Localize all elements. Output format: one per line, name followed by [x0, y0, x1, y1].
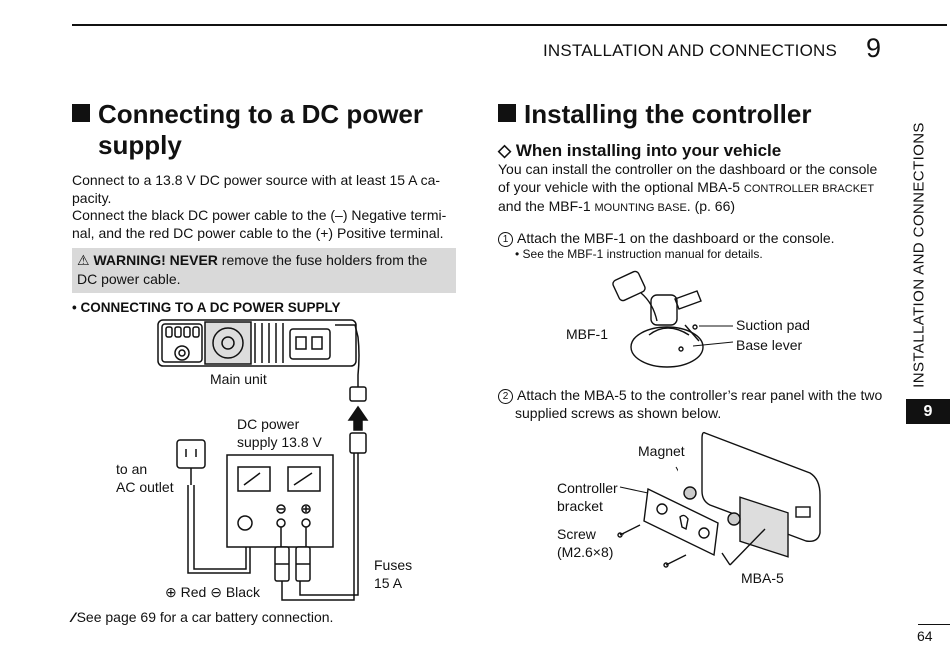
label-dc-power: DC power — [237, 416, 300, 432]
warning-box: ⚠ WARNING! NEVER remove the fuse holders… — [72, 248, 456, 293]
chapter-number: 9 — [866, 33, 882, 63]
mba5-bracket-illustration — [617, 431, 821, 568]
label-suction-pad: Suction pad — [736, 317, 810, 333]
subheading-vehicle: ◇ When installing into your vehicle — [498, 141, 782, 160]
callout-lines — [619, 466, 678, 535]
page-number-rule — [918, 624, 950, 625]
section-heading-controller: Installing the controller — [498, 99, 811, 130]
label-polarity: ⊕ Red ⊖ Black — [165, 584, 261, 600]
note-icon: ⁄⁄ — [72, 609, 74, 625]
label-mba5: MBA-5 — [741, 570, 784, 586]
dc-connection-diagram — [157, 319, 369, 601]
label-fuses: Fuses — [374, 557, 413, 573]
step-number-2: 2 — [498, 389, 513, 404]
label-fuses-rating: 15 A — [374, 575, 403, 591]
label-screw-size: (M2.6×8) — [557, 544, 614, 560]
main-unit-illustration — [157, 319, 357, 367]
section-heading-dc-power-cont: supply — [98, 130, 182, 160]
label-ac-outlet: AC outlet — [116, 479, 174, 495]
square-bullet-icon — [72, 104, 90, 122]
square-bullet-icon — [498, 104, 516, 122]
label-controller: Controller — [557, 480, 618, 496]
leader-lines — [693, 325, 734, 347]
label-main-unit: Main unit — [210, 371, 267, 387]
section-heading-dc-power: Connecting to a DC power — [72, 99, 423, 130]
label-bracket: bracket — [557, 498, 603, 514]
diagram-title: • CONNECTING TO A DC POWER SUPPLY — [72, 300, 341, 315]
note-battery: ⁄⁄ See page 69 for a car battery connect… — [72, 609, 334, 625]
diamond-icon: ◇ — [498, 141, 512, 160]
warning-icon: ⚠ — [77, 252, 90, 268]
step-number-1: 1 — [498, 232, 513, 247]
header-title: INSTALLATION AND CONNECTIONS — [543, 41, 838, 60]
dc-para-1: Connect to a 13.8 V DC power source with… — [72, 172, 447, 241]
mbf1-mount-illustration — [612, 270, 704, 368]
label-to-an: to an — [116, 461, 148, 477]
label-dc-power-supply: supply 13.8 V — [237, 434, 322, 450]
step-1-note: • See the MBF-1 instruction manual for d… — [515, 247, 763, 261]
header-rule — [72, 24, 947, 26]
controller-para: You can install the controller on the da… — [498, 161, 878, 214]
label-screw: Screw — [557, 526, 596, 542]
label-mbf1: MBF-1 — [566, 326, 608, 342]
side-section-label: INSTALLATION AND CONNECTIONS — [910, 122, 928, 388]
label-base-lever: Base lever — [736, 337, 803, 353]
label-magnet: Magnet — [638, 443, 685, 459]
page-number: 64 — [917, 628, 933, 644]
side-chapter-tab: 9 — [906, 399, 950, 424]
